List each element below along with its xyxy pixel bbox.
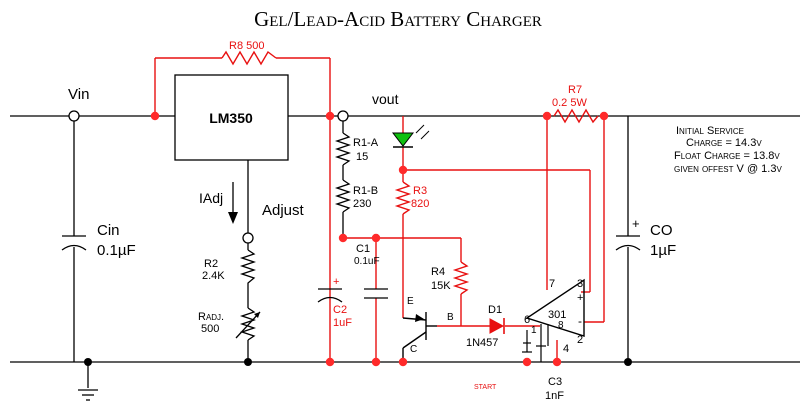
opamp-pin-8: 8 <box>558 320 564 331</box>
d1-part: 1N457 <box>466 337 498 349</box>
start-label: start <box>474 381 497 392</box>
vout-terminal <box>337 110 349 122</box>
r2-resistor <box>239 249 257 288</box>
c2-value: 1uF <box>333 317 352 329</box>
r7-value: 0.2 5W <box>552 97 587 109</box>
radj-potentiometer <box>239 307 257 341</box>
r2-name: R2 <box>204 258 218 270</box>
r3-name: R3 <box>413 185 427 197</box>
r4-resistor <box>452 261 470 295</box>
opamp-pin-4: 4 <box>563 343 569 355</box>
r8-label: R8 500 <box>229 40 264 52</box>
opamp-minus: - <box>578 314 582 328</box>
c2-name: C2 <box>333 304 347 316</box>
c3-value: 1nF <box>545 390 564 402</box>
d1-name: D1 <box>488 304 502 316</box>
opamp-part: 301 <box>548 309 566 321</box>
radj-value: 500 <box>201 323 219 335</box>
opamp-plus: + <box>577 292 583 304</box>
cin-value: 0.1µF <box>97 242 136 259</box>
vin-terminal <box>68 110 80 122</box>
opamp-pin-3: 3 <box>577 278 583 290</box>
r1a-resistor <box>334 132 352 166</box>
opamp-pin-6: 6 <box>524 314 530 326</box>
transistor-b-label: B <box>447 312 454 323</box>
r4-value: 15K <box>431 280 451 292</box>
adjust-terminal <box>242 232 254 244</box>
lm350-regulator <box>174 74 289 161</box>
note-float-charge: Float Charge = 13.8v <box>674 150 780 162</box>
r3-resistor <box>394 181 412 215</box>
cin-name: Cin <box>97 222 120 239</box>
status-led-icon <box>391 132 415 147</box>
c1-capacitor <box>364 288 388 299</box>
vin-label: Vin <box>68 86 89 103</box>
lm350-label: LM350 <box>209 110 253 126</box>
note-offset: given offest V @ 1.3v <box>674 163 782 175</box>
adjust-label: Adjust <box>262 202 305 219</box>
c3-name: C3 <box>548 376 562 388</box>
transistor-e-label: E <box>407 296 414 307</box>
note-charge: Charge = 14.3v <box>686 137 762 149</box>
r1a-value: 15 <box>356 151 368 163</box>
radj-name: Radj. <box>198 311 224 323</box>
r1b-resistor <box>334 179 352 213</box>
transistor-c-label: C <box>410 344 417 355</box>
r1b-value: 230 <box>353 198 371 210</box>
note-initial-service: Initial Service <box>676 125 744 137</box>
radj-arrowhead-icon <box>254 312 260 318</box>
schematic-title: Gel/Lead-Acid Battery Charger <box>254 7 542 31</box>
cin-capacitor <box>61 235 87 251</box>
c1-value: 0.1uF <box>354 256 380 267</box>
led-light-ray-icon <box>420 130 430 140</box>
opamp-pin-2: 2 <box>577 334 583 346</box>
r1a-name: R1-A <box>353 137 379 149</box>
r7-resistor <box>553 108 599 124</box>
co-name: CO <box>650 222 673 239</box>
c1-name: C1 <box>356 243 370 255</box>
co-value: 1µF <box>650 242 676 259</box>
c3-capacitor <box>536 324 549 362</box>
r3-value: 820 <box>411 198 429 210</box>
led-light-ray-icon <box>415 124 425 134</box>
c2-polarity: + <box>333 276 339 288</box>
r4-name: R4 <box>431 266 445 278</box>
ground-icon <box>78 389 98 401</box>
r2-value: 2.4K <box>202 270 225 282</box>
co-capacitor <box>615 235 641 251</box>
charger-modification-wiring <box>154 57 605 362</box>
start-pushbutton[interactable] <box>522 330 532 353</box>
iadj-arrowhead-icon <box>228 212 238 224</box>
c2-capacitor <box>317 288 343 303</box>
co-polarity: + <box>632 216 640 231</box>
opamp-pin-1: 1 <box>531 325 537 336</box>
r7-name: R7 <box>568 84 582 96</box>
black-junctions <box>84 358 632 366</box>
vout-label: vout <box>372 91 399 107</box>
d1-diode-icon <box>489 318 505 334</box>
opamp-301 <box>525 278 585 337</box>
red-junctions <box>150 111 609 367</box>
radj-wiper-arrow-icon <box>235 311 261 339</box>
r8-resistor <box>221 50 277 66</box>
transistor-emitter-arrow-icon <box>415 314 424 322</box>
r1b-name: R1-B <box>353 185 378 197</box>
opamp-pin-7: 7 <box>549 278 555 290</box>
iadj-label: IAdj <box>199 190 223 206</box>
pass-transistor <box>402 312 437 362</box>
